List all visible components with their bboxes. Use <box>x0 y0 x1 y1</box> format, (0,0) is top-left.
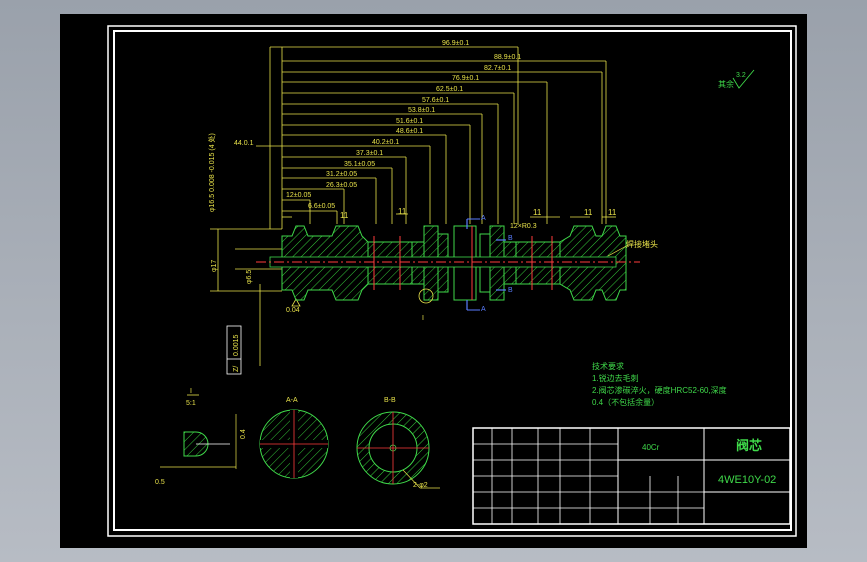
section-markers: A A B B <box>466 215 513 313</box>
dim-76-9: 76.9±0.1 <box>452 75 479 82</box>
dim-r0-3: 12×R0.3 <box>510 223 537 230</box>
title-block: 40Cr 阀芯 4WE10Y-02 <box>472 427 791 525</box>
inner-frame <box>113 30 792 531</box>
svg-text:A: A <box>481 215 486 222</box>
dim-40-2: 40.2±0.1 <box>372 139 399 146</box>
svg-text:B: B <box>508 287 513 294</box>
dim-12: 12±0.05 <box>286 192 311 199</box>
dim-31-2: 31.2±0.05 <box>326 171 357 178</box>
notes-title: 技术要求 <box>592 361 624 371</box>
roughness-symbol: 其余 3.2 <box>718 69 755 89</box>
svg-text:0.4: 0.4 <box>240 429 247 439</box>
dim-26-3: 26.3±0.05 <box>326 182 357 189</box>
dim-37-3: 37.3±0.1 <box>356 150 383 157</box>
leader-weld-plug: 焊接堵头 <box>626 239 658 249</box>
detail-circle-i <box>418 288 434 304</box>
svg-text:其余: 其余 <box>718 79 734 89</box>
notes-line2: 2.阀芯渗碳淬火，硬度HRC52-60,深度 <box>592 385 727 395</box>
svg-text:3.2: 3.2 <box>736 72 746 79</box>
svg-text:11: 11 <box>340 211 349 220</box>
dim-53-8: 53.8±0.1 <box>408 107 435 114</box>
svg-text:11: 11 <box>584 208 593 217</box>
svg-text:B: B <box>508 235 513 242</box>
svg-text:A-A: A-A <box>286 397 298 404</box>
dim-phi17: φ17 <box>211 260 218 272</box>
svg-text:Z/: Z/ <box>233 366 240 372</box>
dim-35-1: 35.1±0.05 <box>344 161 375 168</box>
spool-part: I 焊接堵头 <box>256 225 658 322</box>
svg-text:2-φ2: 2-φ2 <box>413 482 428 489</box>
notes-line3: 0.4（不包括余量） <box>592 397 659 407</box>
svg-text:0.5: 0.5 <box>155 479 165 486</box>
section-aa: A-A <box>259 397 329 479</box>
dim-44: 44.0.1 <box>234 140 254 147</box>
dim-phi6-5: φ6.5 <box>246 270 253 284</box>
dim-82-7: 82.7±0.1 <box>484 65 511 72</box>
dim-51-6: 51.6±0.1 <box>396 118 423 125</box>
svg-text:11: 11 <box>533 208 542 217</box>
dim-0-04: 0.04 <box>286 307 300 314</box>
dim-57-6: 57.6±0.1 <box>422 97 449 104</box>
section-bb: B-B 2-φ2 <box>356 397 440 489</box>
technical-notes: 技术要求 1.锐边去毛刺 2.阀芯渗碳淬火，硬度HRC52-60,深度 0.4（… <box>592 361 727 407</box>
outer-frame <box>107 25 797 537</box>
material-value: 40Cr <box>642 443 660 452</box>
drawing-svg: 96.9±0.1 88.9±0.1 82.7±0.1 76.9±0.1 62.5… <box>107 25 797 537</box>
svg-text:5:1: 5:1 <box>186 400 196 407</box>
svg-text:11: 11 <box>608 208 617 217</box>
detail-view-i: I 5:1 0.5 0.4 <box>155 388 247 486</box>
dim-88-9: 88.9±0.1 <box>494 54 521 61</box>
tolerance-frame: 0.0015 Z/ <box>226 298 301 375</box>
svg-text:0.0015: 0.0015 <box>233 334 240 356</box>
part-name: 阀芯 <box>736 438 762 453</box>
svg-text:I: I <box>422 315 424 322</box>
svg-text:B-B: B-B <box>384 397 396 404</box>
dim-96-9: 96.9±0.1 <box>442 40 469 47</box>
dimension-texts: 96.9±0.1 88.9±0.1 82.7±0.1 76.9±0.1 62.5… <box>207 40 617 314</box>
dim-62-5: 62.5±0.1 <box>436 86 463 93</box>
drawing-canvas[interactable]: 96.9±0.1 88.9±0.1 82.7±0.1 76.9±0.1 62.5… <box>60 14 807 548</box>
svg-text:A: A <box>481 306 486 313</box>
svg-text:I: I <box>190 388 192 395</box>
notes-line1: 1.锐边去毛刺 <box>592 373 639 383</box>
svg-text:11: 11 <box>398 207 407 216</box>
drawing-number: 4WE10Y-02 <box>718 474 776 486</box>
dim-phi16-5: φ16.5 0.008 -0.015 (4 处) <box>207 133 216 212</box>
dim-48-6: 48.6±0.1 <box>396 128 423 135</box>
dim-6-6: 6.6±0.05 <box>308 203 335 210</box>
dimension-lines <box>210 46 616 366</box>
